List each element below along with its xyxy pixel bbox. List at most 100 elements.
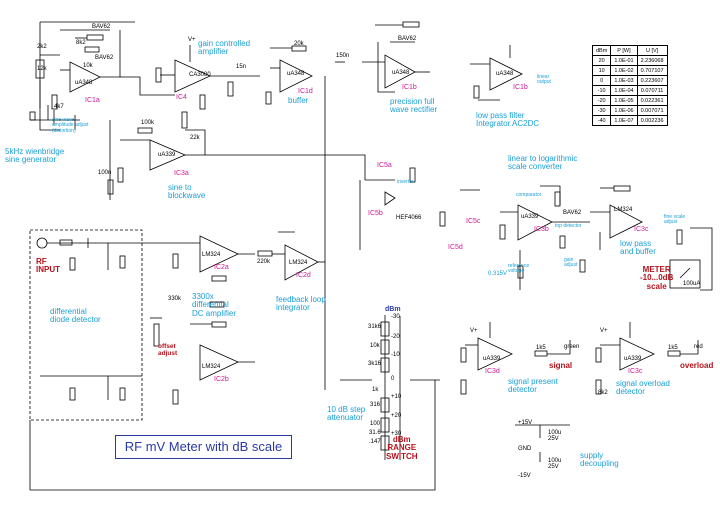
comparator-ic3d <box>477 337 513 371</box>
ic-label: IC5b <box>368 210 383 217</box>
part-label: V+ <box>600 328 608 334</box>
attenuator-resistor: .147 <box>369 439 381 445</box>
attenuator-step: +20 <box>391 413 402 419</box>
label-dbm-range-switch: dBm RANGE SWITCH <box>386 435 418 461</box>
ic-label: IC3d <box>485 368 500 375</box>
page-title: RF mV Meter with dB scale <box>124 439 283 454</box>
label-lowpass-buffer: low pass and buffer <box>620 239 656 257</box>
label-comparator: comparator <box>516 192 542 198</box>
part-label: 8k2 <box>598 390 608 396</box>
attenuator-resistor: 10k <box>370 343 380 349</box>
ic-label: IC1d <box>298 88 313 95</box>
label-top-detector: top detector <box>555 223 582 229</box>
table-cell: 0.002236 <box>636 115 668 126</box>
label-lin-log: linear to logarithmic scale converter <box>508 154 578 172</box>
part-label: 330k <box>168 296 182 302</box>
label-differential-detector: differential diode detector <box>50 307 101 325</box>
ic-label: IC1b <box>513 84 528 91</box>
part-label: 150n <box>336 53 350 59</box>
comparator-ic3c <box>619 337 655 371</box>
label-linear-output: linear output <box>537 74 551 86</box>
part-label: 100n <box>98 170 112 176</box>
part-label: uA348 <box>496 71 514 77</box>
opamp-ic1a <box>69 61 101 93</box>
part-label: uA348 <box>392 70 410 76</box>
ic-label: IC5c <box>466 218 481 225</box>
detector-box <box>29 229 143 421</box>
attenuator-resistor: 31k6 <box>368 324 382 330</box>
part-label: green <box>564 344 580 350</box>
opamp-lowpass <box>489 57 523 91</box>
opamp-ic1d <box>279 59 313 93</box>
label-signal: signal <box>549 361 573 370</box>
attenuator-resistor: 1k <box>372 387 379 393</box>
meter-100ua <box>669 259 701 289</box>
ic-label: IC4 <box>176 94 187 101</box>
comparator-ic3b <box>517 204 553 241</box>
label-signal-overload: signal overload detector <box>616 379 670 397</box>
ic-label: IC3a <box>174 170 189 177</box>
table-cell: -40 <box>591 115 612 126</box>
ic-label: IC1b <box>402 84 417 91</box>
table-cell: 0.707107 <box>636 65 668 76</box>
label-inverter: inverter <box>397 179 414 185</box>
table-cell: 1.0E-03 <box>610 75 638 86</box>
table-cell: 1.0E-04 <box>610 85 638 96</box>
ic-label: IC2d <box>296 272 311 279</box>
label-agc: gain controlled amplifier <box>198 39 251 57</box>
label-gain-adjust: gain adjust <box>564 257 578 269</box>
ic-label: IC3c <box>634 226 649 233</box>
attenuator-step: -30 <box>391 314 400 320</box>
attenuator-resistor: 3k16 <box>368 361 382 367</box>
part-label: BAV62 <box>92 24 111 30</box>
attenuator-step: 0 <box>391 376 395 382</box>
ic-label: IC5a <box>377 162 392 169</box>
part-label: HEF4066 <box>396 215 422 221</box>
table-header: U [V] <box>636 45 668 56</box>
table-cell: 0.007071 <box>636 105 668 116</box>
ic-label: IC3b <box>534 226 549 233</box>
label-fine-scale: fine scale adjust <box>664 214 686 226</box>
table-cell: 1.0E-01 <box>610 55 638 66</box>
part-label: uA339 <box>158 152 176 158</box>
part-label: 20k <box>294 41 304 47</box>
label-offset-adjust: offset adjust <box>158 343 178 357</box>
label-signal-present: signal present detector <box>508 377 558 395</box>
part-label: 10k <box>83 63 93 69</box>
part-label: V+ <box>470 328 478 334</box>
part-label: BAV62 <box>398 36 417 42</box>
part-label: GND <box>518 446 532 452</box>
part-label: LM324 <box>614 207 633 213</box>
bnc-connector <box>36 237 48 249</box>
table-cell: 0.223607 <box>636 75 668 86</box>
attenuator-resistor: 316 <box>370 402 381 408</box>
table-cell: 2.236068 <box>636 55 668 66</box>
table-cell: 0.022361 <box>636 95 668 106</box>
table-cell: 1.0E-02 <box>610 65 638 76</box>
label-overload: overload <box>680 361 714 370</box>
ic-label: IC2b <box>214 376 229 383</box>
part-label: 22k <box>190 135 200 141</box>
part-label: BAV62 <box>563 210 582 216</box>
part-label: CA3080 <box>189 72 211 78</box>
part-label: uA348 <box>75 80 93 86</box>
ic-label: IC5d <box>448 244 463 251</box>
label-rf-input: RF INPUT <box>36 257 60 275</box>
label-step-attenuator: 10 dB step attenuator <box>327 405 366 423</box>
table-header: P [W] <box>610 45 638 56</box>
label-sine-blockwave: sine to blockwave <box>168 183 206 201</box>
part-label: red <box>694 344 703 350</box>
label-sine-wave-adjust: sine wave amplitude adjust (distortion) <box>52 117 89 134</box>
title-box: RF mV Meter with dB scale <box>115 435 292 459</box>
attenuator-step: +30 <box>391 431 402 437</box>
part-label: LM324 <box>202 252 221 258</box>
part-label: 100u 25V <box>548 430 562 443</box>
